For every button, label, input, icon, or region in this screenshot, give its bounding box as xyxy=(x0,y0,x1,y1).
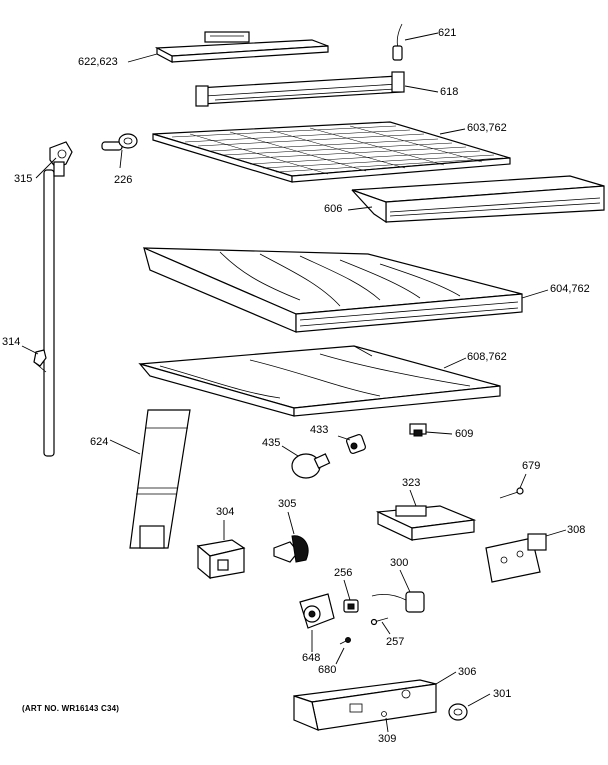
label-608-762: 608,762 xyxy=(467,351,507,363)
part-315-rod xyxy=(43,141,73,457)
part-618-rail xyxy=(195,71,405,107)
part-304-switch xyxy=(196,539,246,580)
label-435: 435 xyxy=(262,437,281,449)
label-309: 309 xyxy=(378,733,397,745)
label-433: 433 xyxy=(310,424,329,436)
label-680: 680 xyxy=(318,664,337,676)
label-300: 300 xyxy=(390,557,409,569)
label-301: 301 xyxy=(493,688,512,700)
part-603-shelf xyxy=(152,121,511,183)
label-606: 606 xyxy=(324,203,343,215)
part-301-knob xyxy=(448,703,468,721)
label-306: 306 xyxy=(458,666,477,678)
part-622-cover xyxy=(154,31,329,63)
part-257-screw xyxy=(370,617,389,626)
label-314: 314 xyxy=(2,336,21,348)
part-306-housing xyxy=(293,679,437,731)
part-226 xyxy=(101,133,138,151)
label-323: 323 xyxy=(402,477,421,489)
label-618: 618 xyxy=(440,86,459,98)
label-304: 304 xyxy=(216,506,235,518)
part-435-bulb xyxy=(291,453,331,479)
label-226: 226 xyxy=(114,174,133,186)
label-621: 621 xyxy=(438,27,457,39)
label-308: 308 xyxy=(567,524,586,536)
part-609 xyxy=(409,423,427,437)
label-257: 257 xyxy=(386,636,405,648)
part-604-shelf xyxy=(143,246,523,333)
label-603-762: 603,762 xyxy=(467,122,507,134)
part-308-bracket xyxy=(485,533,547,583)
part-679-screw xyxy=(499,487,524,499)
label-305: 305 xyxy=(278,498,297,510)
part-608-pan xyxy=(138,345,501,417)
label-604-762: 604,762 xyxy=(550,283,590,295)
label-609: 609 xyxy=(455,428,474,440)
label-648: 648 xyxy=(302,652,321,664)
part-305 xyxy=(273,535,309,563)
label-679: 679 xyxy=(522,460,541,472)
part-323-housing xyxy=(375,505,477,541)
label-315: 315 xyxy=(14,173,33,185)
label-256: 256 xyxy=(334,567,353,579)
part-300 xyxy=(371,591,425,613)
part-680-screw xyxy=(339,637,351,645)
part-433-socket xyxy=(345,433,367,455)
part-256 xyxy=(343,599,359,613)
label-624: 624 xyxy=(90,436,109,448)
part-621 xyxy=(392,23,403,61)
part-606-cover xyxy=(351,175,605,224)
part-624-shield xyxy=(129,409,191,549)
label-622-623: 622,623 xyxy=(78,56,118,68)
part-648-thermostat xyxy=(299,593,335,629)
art-number: (ART NO. WR16143 C34) xyxy=(22,704,120,713)
